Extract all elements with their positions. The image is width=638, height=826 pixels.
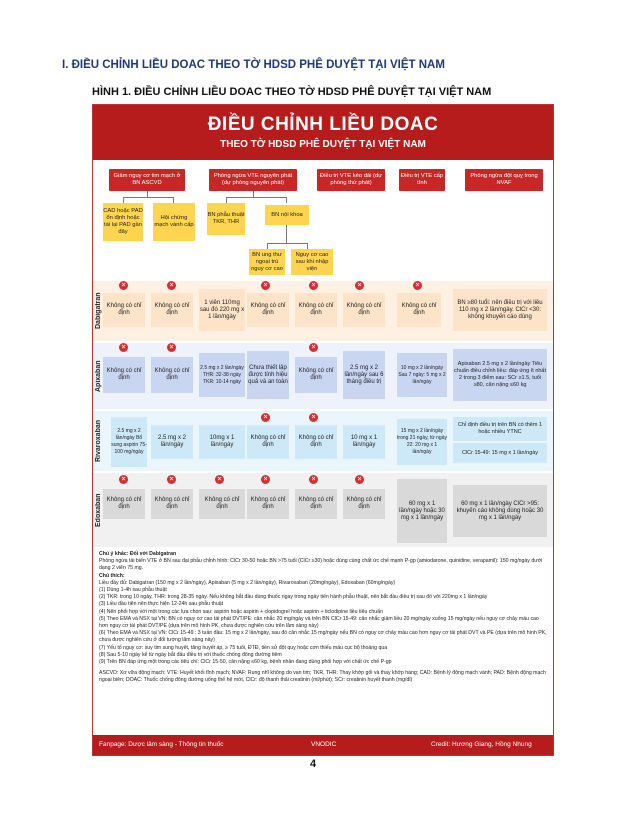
sub-acs: Hội chứng mạch vành cấp [153, 203, 195, 241]
edox-cell-2: Không có chỉ định [151, 489, 193, 519]
dabi-cell-6: Không có chỉ định [343, 293, 385, 327]
riva-cell-7: 15 mg x 2 lần/ngày trong 21 ngày, từ ngà… [397, 419, 447, 465]
poster-footer: Fanpage: Dược lâm sàng - Thông tin thuốc… [93, 735, 553, 755]
apix-cell-2: Không có chỉ định [151, 357, 193, 393]
edox-cell-8: 60 mg x 1 lần/ngày ClCr >95: khuyến cáo … [453, 485, 547, 537]
figure-heading: HÌNH 1. ĐIỀU CHỈNH LIỀU DOAC THEO TỜ HDS… [92, 86, 492, 98]
edox-cell-5: Không có chỉ định [295, 489, 337, 519]
dabi-cell-5: Không có chỉ định [295, 293, 337, 327]
edox-cell-7: 60 mg x 1 lần/ngày hoặc 30 mg x 1 lần/ng… [397, 479, 447, 543]
header-ascvd: Giảm nguy cơ tim mạch ở BN ASCVD [109, 169, 185, 191]
sub-medical: BN nội khoa [265, 205, 309, 225]
apix-cell-3: 2.5 mg x 2 lần/ngày THR: 32-38 ngày TKR:… [199, 353, 245, 397]
sub-cad-pad: CAD hoặc PAD ổn định hoặc tái lại PAD gầ… [103, 203, 143, 241]
poster-banner: ĐIỀU CHỈNH LIỀU DOAC THEO TỜ HDSD PHÊ DU… [93, 105, 553, 160]
edox-cell-1: Không có chỉ định [103, 489, 145, 519]
header-vte-extended: Điều trị VTE kéo dài (dự phòng thứ phát) [317, 169, 385, 191]
footer-credit: Credit: Hương Giang, Hồng Nhung [431, 741, 532, 748]
header-vte-primary: Phòng ngừa VTE nguyên phát (dự phòng ngu… [209, 169, 297, 191]
sub-tkr-thr: BN phẫu thuật TKR, THR [207, 203, 245, 235]
dabi-cell-3: 1 viên 110mg sau đó 220 mg x 1 lần/ngày [199, 289, 245, 331]
sub-hospital: Nguy cơ cao sau khi nhập viện [291, 249, 333, 275]
header-nvaf: Phòng ngừa đột quỵ trong NVAF [465, 169, 543, 191]
dabi-cell-4: Không có chỉ định [247, 293, 289, 327]
riva-cell-3: 10mg x 1 lần/ngày [199, 425, 245, 459]
sub-cancer: BN ung thư ngoại trú nguy cơ cao [249, 249, 285, 275]
apix-cell-8: Apixaban 2.5 mg x 2 lần/ngày Tiêu chuẩn … [453, 349, 547, 401]
apix-cell-6: 2.5 mg x 2 lần/ngày sau 6 tháng điều trị [343, 351, 385, 399]
riva-cell-9: ClCr 15-49: 15 mg x 1 lần/ngày [453, 443, 547, 463]
riva-cell-1: 2.5 mg x 2 lần/ngày Bổ sung aspirin 75-1… [111, 417, 147, 467]
edox-cell-6: Không có chỉ định [343, 489, 385, 519]
riva-cell-5: Không có chỉ định [295, 425, 337, 459]
poster-subtitle: THEO TỜ HDSD PHÊ DUYỆT TẠI VIỆT NAM [220, 139, 426, 150]
doac-poster: ĐIỀU CHỈNH LIỀU DOAC THEO TỜ HDSD PHÊ DU… [92, 104, 554, 756]
drug-rivaroxaban: Rivaroxaban [95, 419, 102, 463]
edox-cell-3: Không có chỉ định [199, 489, 245, 519]
page-number: 4 [310, 758, 317, 770]
riva-cell-6: 10 mg x 1 lần/ngày [343, 425, 385, 459]
dabi-cell-7: Không có chỉ định [397, 293, 441, 327]
dabi-cell-1: Không có chỉ định [103, 293, 145, 327]
dabi-cell-2: Không có chỉ định [151, 293, 193, 327]
edox-cell-4: Không có chỉ định [247, 489, 289, 519]
footer-brand: VNODIC [311, 741, 337, 748]
section-heading: I. ĐIỀU CHỈNH LIỀU DOAC THEO TỜ HDSD PHÊ… [62, 59, 445, 71]
riva-cell-2: 2.5 mg x 2 lần/ngày [151, 425, 193, 459]
riva-cell-8: Chỉ định điều trị trên BN có thêm 1 hoặc… [453, 417, 547, 441]
apix-cell-4: Chưa thiết lập được tính hiệu quả và an … [247, 351, 289, 399]
footer-fanpage: Fanpage: Dược lâm sàng - Thông tin thuốc [99, 741, 224, 748]
header-vte-acute: Điều trị VTE cấp tính [399, 169, 445, 191]
apix-cell-1: Không có chỉ định [103, 357, 145, 393]
poster-title: ĐIỀU CHỈNH LIỀU DOAC [207, 114, 439, 135]
dabi-cell-8: BN ≥80 tuổi: nên điều trị với liều 110 m… [453, 289, 547, 331]
riva-cell-4: Không có chỉ định [247, 425, 289, 459]
apix-cell-7: 10 mg x 2 lần/ngày Sau 7 ngày: 5 mg x 2 … [397, 353, 447, 397]
apix-cell-5: Không có chỉ định [295, 357, 337, 393]
poster-notes: Chú ý khác: Đối với Dabigatran Phòng ngừ… [99, 551, 547, 684]
